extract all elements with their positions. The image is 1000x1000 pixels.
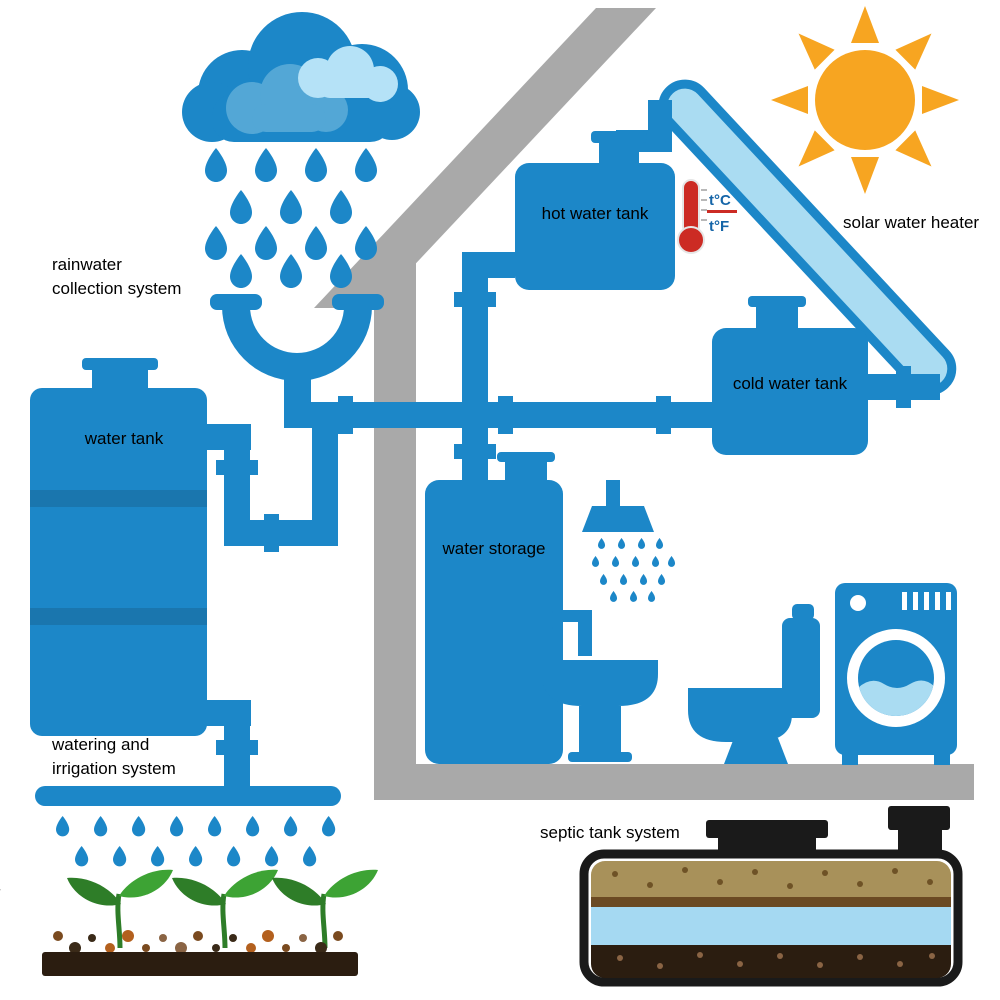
label-temp-f: t°F (709, 218, 729, 235)
washing-machine-icon (835, 583, 957, 765)
rain-drops (205, 148, 377, 288)
label-watering-line2: irrigation system (52, 759, 176, 778)
shower-icon (582, 480, 654, 532)
water-tank-cap (82, 358, 158, 370)
pipe-network (205, 100, 940, 794)
house-structure (314, 8, 974, 800)
washer-water (858, 680, 934, 716)
washer-knob (850, 595, 866, 611)
watermark-separator: | (0, 887, 1, 892)
toilet-icon (688, 604, 820, 764)
watermark-id: #322917252 (0, 787, 1, 881)
label-rainwater-line1: rainwater (52, 255, 122, 274)
label-solar-water-heater: solar water heater (843, 213, 979, 232)
label-water-storage: water storage (442, 539, 546, 558)
plants (67, 869, 378, 949)
sun-icon (771, 6, 959, 194)
house-floor (374, 764, 974, 800)
plant-sprout (272, 869, 378, 949)
septic-tank (579, 849, 963, 987)
shower-spray (592, 538, 676, 602)
plant-sprout (67, 869, 173, 949)
cold-water-tank-cap (748, 296, 806, 307)
septic-layer-sludge (591, 945, 951, 978)
hot-water-tank-cap (591, 131, 647, 143)
soil-layer (42, 930, 358, 976)
label-cold-water-tank: cold water tank (733, 374, 848, 393)
soil-bed (42, 952, 358, 976)
irrigation-pipe (35, 786, 341, 806)
label-septic-tank-system: septic tank system (540, 823, 680, 842)
water-storage-cap (497, 452, 555, 462)
label-water-tank: water tank (84, 429, 164, 448)
label-hot-water-tank: hot water tank (542, 204, 649, 223)
label-watering-line1: watering and (51, 735, 149, 754)
hot-water-tank: hot water tank (515, 131, 675, 290)
house-left-wall (374, 258, 416, 800)
rainwater-gutter (210, 294, 384, 381)
plant-sprout (172, 869, 278, 949)
sink-icon (542, 610, 658, 762)
irrigation-drops (56, 816, 336, 867)
washer-vents (902, 592, 951, 610)
water-storage-tank: water storage (425, 452, 563, 764)
thermometer-icon: t°C t°F (677, 179, 737, 254)
watermark-brand: Adobe Stock (0, 898, 1, 994)
cold-water-tank: cold water tank (712, 296, 868, 455)
septic-layer-water (591, 907, 951, 945)
septic-layer-crust (591, 897, 951, 907)
stock-watermark: Adobe Stock | #322917252 (0, 787, 2, 994)
rain-cloud-icon (182, 12, 420, 142)
soil-pebbles (53, 930, 343, 954)
septic-layer-scum (591, 861, 951, 901)
label-temp-c: t°C (709, 192, 731, 209)
water-tank: water tank (30, 358, 207, 736)
label-rainwater-line2: collection system (52, 279, 181, 298)
septic-caps (706, 806, 950, 856)
solar-panel (658, 79, 957, 396)
house-roof (314, 8, 656, 308)
